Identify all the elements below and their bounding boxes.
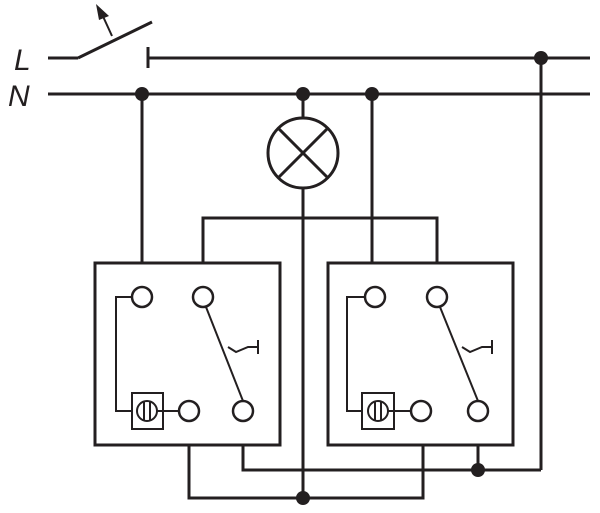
terminal: [466, 399, 490, 423]
dimmer-unit-left: [93, 261, 282, 447]
terminal: [130, 285, 154, 309]
line-bus: [48, 20, 590, 68]
dimmer-unit-right: [326, 261, 515, 447]
terminal: [363, 285, 387, 309]
terminal: [231, 399, 255, 423]
terminal: [425, 285, 449, 309]
lamp-icon: [266, 116, 340, 190]
dimmer-icon: [361, 392, 411, 430]
line-label: L: [14, 44, 31, 77]
junction-dot: [296, 491, 310, 505]
terminal: [177, 399, 201, 423]
junction-dot: [471, 463, 485, 477]
terminal: [409, 399, 433, 423]
switch-icon: [96, 4, 113, 37]
terminal: [191, 285, 215, 309]
dimmer-icon: [131, 392, 179, 430]
neutral-label: N: [8, 80, 30, 113]
